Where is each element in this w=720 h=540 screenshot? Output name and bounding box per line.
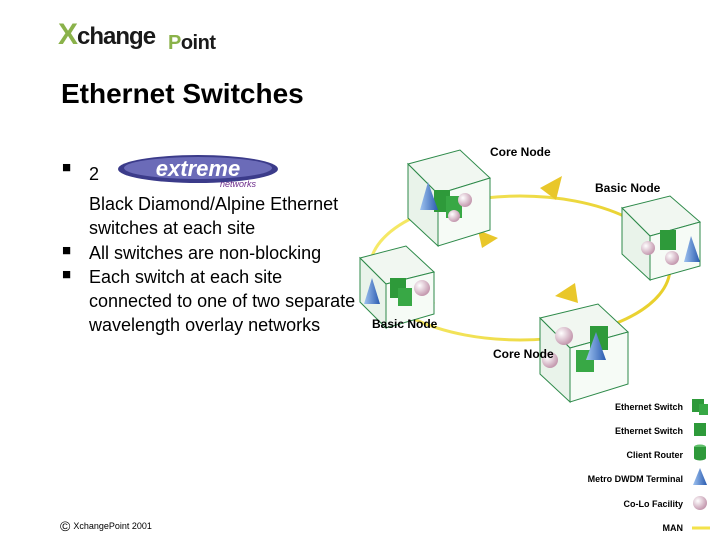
core-node-bottom-label: Core Node <box>493 347 554 361</box>
legend-label: Metro DWDM Terminal <box>588 474 683 484</box>
extreme-networks-logo: extreme networks <box>118 155 279 188</box>
ring-arrow <box>555 283 578 303</box>
legend: Ethernet Switch Ethernet Switch Client R… <box>588 399 710 533</box>
footer-text: XchangePoint 2001 <box>73 521 152 531</box>
bullet-item: ■ Each switch at each site connected to … <box>62 265 362 338</box>
core-node-top-label: Core Node <box>490 145 551 159</box>
svg-text:networks: networks <box>220 179 257 188</box>
basic-node-right <box>621 195 702 282</box>
bullet-item: ■ 2 extreme networks Black Diamond/Alpin… <box>62 155 339 239</box>
ring-arrow <box>540 176 562 200</box>
legend-label: Client Router <box>626 450 683 460</box>
green-switch-icon <box>694 423 706 436</box>
bullet-marker-icon: ■ <box>62 159 72 176</box>
copyright-symbol: © <box>60 518 71 534</box>
logo-part2: Point <box>168 32 216 54</box>
pink-sphere-icon <box>693 496 707 510</box>
bullet-marker-icon: ■ <box>62 241 72 259</box>
footer: ©XchangePoint 2001 <box>60 516 152 534</box>
basic-node-left <box>359 245 436 330</box>
legend-label: Ethernet Switch <box>615 402 683 412</box>
legend-label: Co-Lo Facility <box>623 499 683 509</box>
legend-label: MAN <box>663 523 684 533</box>
network-diagram: Core Node Basic Node Basic Node Core Nod… <box>359 145 710 533</box>
green-switch-icon <box>692 399 708 415</box>
green-cylinder-icon <box>694 444 706 461</box>
logo-part1: Xchange <box>58 18 156 51</box>
core-node-bottom <box>539 303 629 404</box>
svg-text:extreme: extreme <box>156 156 240 181</box>
ring-arrow <box>478 230 498 248</box>
bullet-list: ■ 2 extreme networks Black Diamond/Alpin… <box>62 155 362 338</box>
xchangepoint-logo: Xchange Point <box>58 18 228 54</box>
basic-node-left-label: Basic Node <box>372 317 438 331</box>
bullet-marker-icon: ■ <box>62 265 72 283</box>
legend-label: Ethernet Switch <box>615 426 683 436</box>
core-node-top <box>407 149 491 248</box>
bullet-item: ■ All switches are non-blocking <box>62 241 362 265</box>
basic-node-right-label: Basic Node <box>595 181 661 195</box>
slide-title: Ethernet Switches <box>61 78 304 109</box>
blue-pyramid-icon <box>693 468 707 485</box>
